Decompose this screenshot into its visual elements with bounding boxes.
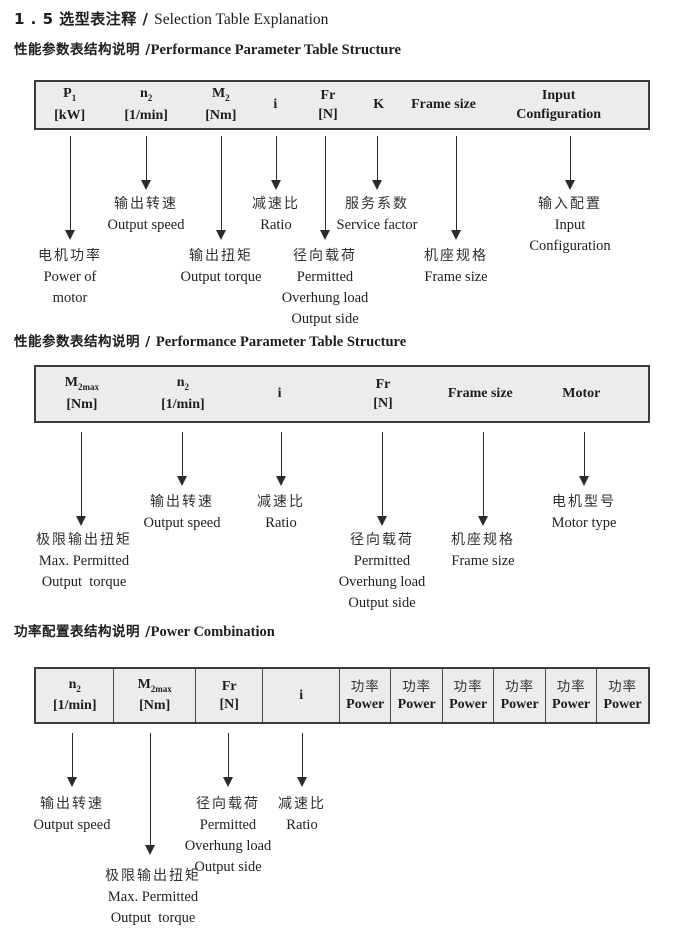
page-title-en: Selection Table Explanation	[154, 11, 329, 28]
down-arrow-n2	[177, 432, 188, 486]
down-arrow-fr	[223, 733, 234, 787]
performance-table-1: P1[kW] n2[1/min] M2[Nm] i Fr[N] K Frame …	[34, 80, 650, 130]
section2-heading-en: Performance Parameter Table Structure	[155, 334, 407, 350]
header-cell-m2max: M2max[Nm]	[64, 374, 99, 413]
section2-heading: 性能参数表结构说明 / Performance Parameter Table …	[14, 330, 406, 351]
header-cell-m2: M2[Nm]	[205, 85, 237, 124]
down-arrow-motor	[579, 432, 590, 486]
page-title-zh: 1 . 5 选型表注释 /	[14, 10, 155, 28]
down-arrow-i	[276, 432, 287, 486]
header-cell-m2max: M2max[Nm]	[113, 669, 194, 722]
section2-heading-zh: 性能参数表结构说明 /	[14, 334, 156, 350]
down-arrow-m2	[216, 136, 227, 240]
section1-heading: 性能参数表结构说明 /Performance Parameter Table S…	[14, 38, 401, 59]
header-cell-n2: n2[1/min]	[52, 676, 97, 714]
performance-table-2: M2max[Nm] n2[1/min] i Fr[N] Frame size M…	[34, 365, 650, 423]
down-arrow-input-config	[565, 136, 576, 190]
header-cell-p1: P1[kW]	[54, 85, 86, 124]
down-arrow-m2max	[76, 432, 87, 526]
section1-heading-en: Performance Parameter Table Structure	[150, 42, 401, 58]
header-cell-i: i	[277, 386, 282, 401]
section1-heading-zh: 性能参数表结构说明 /	[14, 42, 151, 58]
down-arrow-frame-size	[478, 432, 489, 526]
down-arrow-fr	[377, 432, 388, 526]
down-arrow-i	[271, 136, 282, 190]
down-arrow-frame-size	[451, 136, 462, 240]
section3-heading-en: Power Combination	[150, 624, 275, 640]
header-cell-k: K	[373, 97, 385, 112]
header-cell-frame-size: Frame size	[411, 97, 477, 112]
header-cell-i: i	[273, 97, 278, 112]
down-arrow-n2	[141, 136, 152, 190]
header-cell-fr: Fr[N]	[194, 669, 263, 722]
page-title: 1 . 5 选型表注释 / Selection Table Explanatio…	[14, 8, 328, 29]
header-cell-n2: n2[1/min]	[124, 85, 168, 124]
header-cell-frame-size: Frame size	[447, 386, 513, 401]
section3-heading-zh: 功率配置表结构说明 /	[14, 624, 151, 640]
header-cell-n2: n2[1/min]	[161, 374, 205, 413]
down-arrow-p1	[65, 136, 76, 240]
header-cell-motor: Motor	[562, 386, 601, 401]
down-arrow-fr	[320, 136, 331, 240]
section3-heading: 功率配置表结构说明 /Power Combination	[14, 620, 275, 641]
down-arrow-m2max	[145, 733, 156, 855]
header-cell-fr: Fr[N]	[373, 376, 393, 411]
down-arrow-n2	[67, 733, 78, 787]
header-cell-i: i	[262, 669, 339, 722]
down-arrow-k	[372, 136, 383, 190]
down-arrow-i	[297, 733, 308, 787]
header-cell-fr: Fr[N]	[318, 87, 338, 122]
